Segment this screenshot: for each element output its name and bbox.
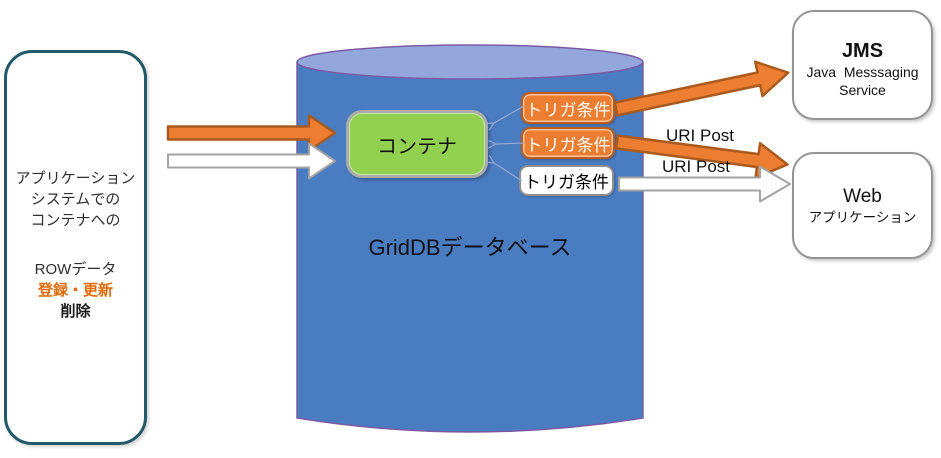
trigger-label-1: トリガ条件 — [525, 100, 611, 120]
arrow-app-to-container-white — [167, 142, 336, 180]
app-text-line2: システムでの — [30, 191, 121, 208]
cylinder-top — [296, 44, 644, 80]
jms-title: JMS — [841, 40, 884, 62]
web-application-box: Web アプリケーション — [792, 152, 933, 259]
web-subtitle: アプリケーション — [808, 210, 917, 225]
app-text-delete: 削除 — [60, 303, 91, 320]
trigger-label-2: トリガ条件 — [525, 135, 611, 155]
app-text-rowdata: ROWデータ — [34, 261, 117, 278]
jms-box: JMS Java Messsaging Service — [792, 10, 933, 120]
connector-trigger1-container — [494, 105, 525, 123]
connector-trigger3-container — [494, 163, 523, 182]
arrow-app-to-container-orange — [166, 114, 337, 152]
web-title: Web — [843, 186, 882, 207]
trigger-condition-box-2: トリガ条件 — [521, 127, 615, 159]
container-box: コンテナ — [346, 110, 488, 178]
app-text-gap — [4, 231, 147, 259]
application-system-box — [4, 50, 147, 445]
app-text-line1: アプリケーション — [15, 170, 136, 187]
trigger-condition-box-3: トリガ条件 — [519, 165, 614, 196]
app-text-register-update: 登録・更新 — [37, 282, 113, 299]
application-system-text: アプリケーション システムでの コンテナへの ROWデータ 登録・更新 削除 — [4, 168, 147, 322]
jms-subtitle-line2: Service — [839, 82, 886, 98]
griddb-database-label: GridDBデータベース — [368, 235, 572, 260]
connector-trigger2-container — [496, 143, 525, 144]
trigger-condition-box-1: トリガ条件 — [521, 92, 615, 124]
app-text-line3: コンテナへの — [30, 212, 121, 229]
jms-subtitle-line1: Java Messsaging — [806, 64, 919, 80]
trigger-label-3: トリガ条件 — [524, 173, 609, 192]
arrow-trigger1-to-jms — [613, 60, 790, 117]
container-label: コンテナ — [377, 135, 457, 158]
uri-post-label-top: URI Post — [666, 126, 735, 145]
uri-post-label-bottom: URI Post — [662, 157, 731, 176]
